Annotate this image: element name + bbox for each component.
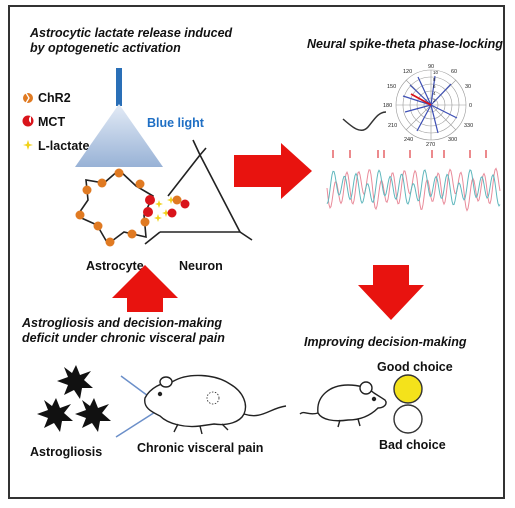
- astrocyte-label: Astrocyte: [86, 259, 144, 273]
- rat-icon: [144, 374, 287, 435]
- light-beam-icon: [75, 104, 163, 167]
- spike-waveform-icon: [342, 111, 387, 131]
- bottom-right-title: Improving decision-making: [304, 335, 467, 349]
- polar-radial-4: 4: [433, 91, 436, 96]
- polar-tick-120: 120: [403, 69, 412, 75]
- lactate-legend-icon: [23, 140, 33, 150]
- bottom-left-title: Astrogliosis and decision-making deficit…: [22, 316, 225, 346]
- legend-chr2-label: ChR2: [38, 91, 71, 105]
- polar-radial-10: 10: [433, 70, 439, 75]
- good-choice-label: Good choice: [377, 360, 453, 374]
- bottom-left-title-line2: deficit under chronic visceral pain: [22, 331, 225, 345]
- top-right-title: Neural spike-theta phase-locking: [307, 37, 503, 51]
- polar-tick-180: 180: [383, 103, 392, 109]
- bad-choice-label: Bad choice: [379, 438, 446, 452]
- polar-tick-300: 300: [448, 137, 457, 143]
- lactate-particles-icon: [154, 196, 175, 222]
- figure-frame: [8, 5, 505, 499]
- arrow-up-icon: [112, 265, 178, 312]
- mct-legend-icon: [22, 115, 34, 127]
- polar-tick-30: 30: [465, 84, 471, 90]
- spike-markers: [332, 150, 487, 158]
- chronic-pain-label: Chronic visceral pain: [137, 441, 264, 455]
- polar-tick-150: 150: [387, 84, 396, 90]
- polar-tick-210: 210: [388, 123, 397, 129]
- arrow-down-icon: [358, 265, 424, 320]
- light-fiber-icon: [116, 68, 122, 106]
- polar-plot-icon: 90 60 30 0 330 300 270 240 210 180 150 1…: [383, 64, 473, 148]
- theta-traces: [326, 167, 501, 212]
- neuron-icon: [144, 139, 253, 245]
- polar-radial-2: 2: [433, 98, 436, 103]
- theta-trace-teal: [326, 169, 501, 207]
- polar-tick-270: 270: [426, 142, 435, 148]
- polar-radial-8: 8: [433, 77, 436, 82]
- polar-tick-90: 90: [428, 64, 434, 70]
- theta-trace-pink: [326, 167, 501, 212]
- neuron-label: Neuron: [179, 259, 223, 273]
- bad-choice-ball-icon: [393, 404, 423, 434]
- polar-tick-0: 0: [469, 103, 472, 109]
- legend-lactate-label: L-lactate: [38, 139, 90, 153]
- bottom-left-title-line1: Astrogliosis and decision-making: [22, 316, 223, 330]
- arrow-right-icon: [234, 143, 312, 199]
- top-left-title-line2: by optogenetic activation: [30, 41, 181, 55]
- polar-tick-60: 60: [451, 69, 457, 75]
- blue-light-label: Blue light: [147, 116, 204, 130]
- polar-radial-6: 6: [433, 84, 436, 89]
- astrocyte-icon: [75, 168, 155, 247]
- polar-tick-330: 330: [464, 123, 473, 129]
- polar-tick-240: 240: [404, 137, 413, 143]
- astrogliosis-label: Astrogliosis: [30, 445, 103, 459]
- astrogliosis-icon: [37, 365, 111, 432]
- mouse-icon: [299, 381, 387, 428]
- top-left-title-line1: Astrocytic lactate release induced: [30, 26, 233, 40]
- legend-mct-label: MCT: [38, 115, 66, 129]
- top-left-title: Astrocytic lactate release induced by op…: [30, 26, 232, 56]
- good-choice-ball-icon: [393, 374, 423, 404]
- chr2-legend-icon: [23, 92, 33, 104]
